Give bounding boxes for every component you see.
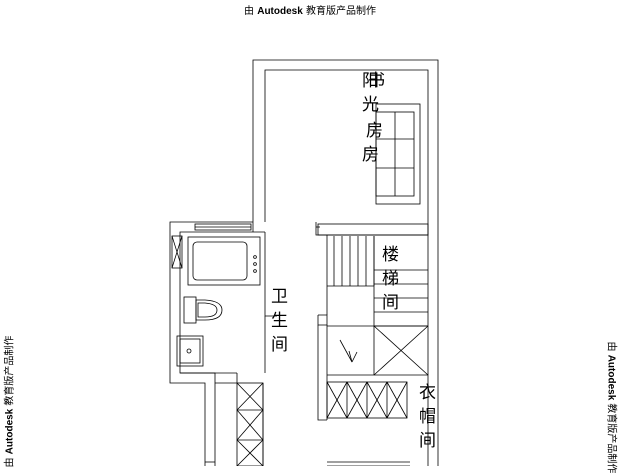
bathroom-walls: [170, 222, 277, 466]
storage-cabinet: [172, 236, 182, 268]
staircase: [327, 236, 428, 375]
study-label-char-1b: 书: [368, 71, 385, 91]
study-label-char-3: 房: [366, 121, 383, 141]
stairwell-label-char-2: 梯: [382, 269, 399, 289]
bathroom-label-char-2: 生: [271, 311, 288, 331]
sink-icon: [177, 336, 203, 366]
bathroom-window: [195, 224, 251, 230]
study-label-char-4: 房: [362, 145, 379, 165]
corridor-cabinet: [237, 383, 263, 466]
stairwell-label-char-3: 间: [382, 293, 399, 313]
cloakroom-label-char-2: 帽: [419, 407, 436, 427]
bathroom-label-char-1: 卫: [271, 287, 288, 307]
stairwell-label-char-1: 楼: [382, 245, 399, 265]
bathroom-label-char-3: 间: [271, 335, 288, 355]
bottom-cabinets: [205, 462, 410, 466]
cloakroom-label-char-3: 间: [419, 431, 436, 451]
toilet-icon: [184, 297, 222, 323]
cloakroom-label-char-1: 衣: [419, 383, 436, 403]
bathtub-icon: [188, 237, 260, 285]
study-label-char-2: 光: [362, 95, 379, 115]
sofa-icon: [376, 104, 420, 204]
study-room-walls: [253, 60, 438, 222]
cloakroom-cabinet: [327, 382, 407, 418]
